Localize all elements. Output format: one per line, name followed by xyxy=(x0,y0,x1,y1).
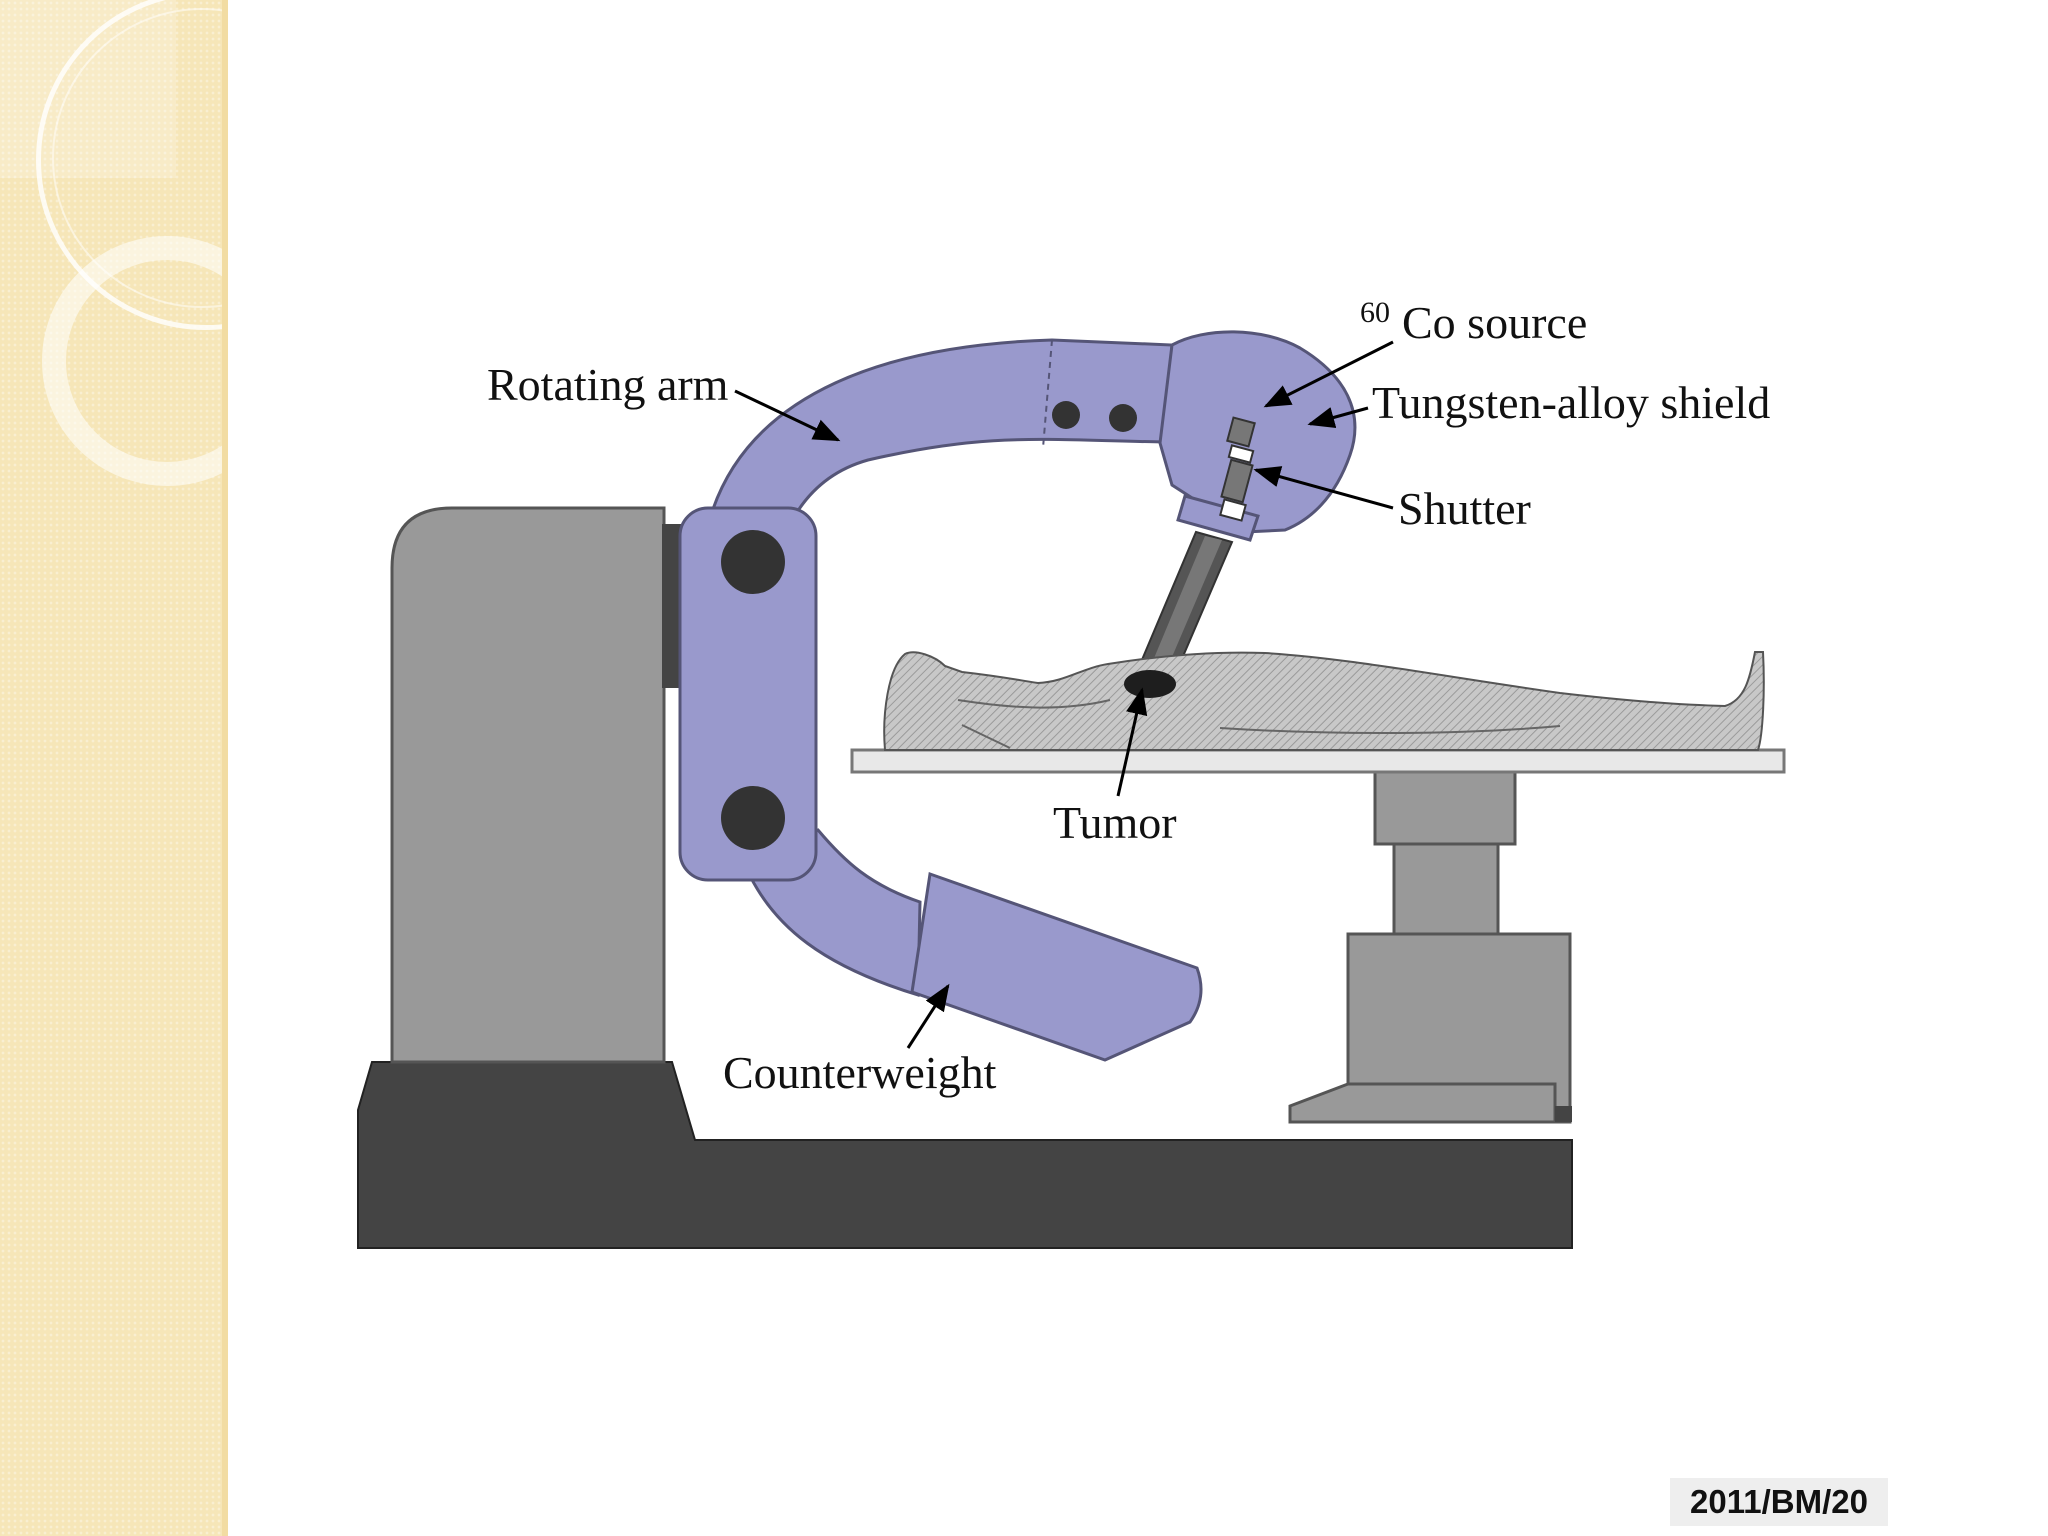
arrow-rotating-arm xyxy=(734,389,841,442)
arrow-tumor xyxy=(1116,687,1148,797)
couch-top xyxy=(850,748,1786,774)
arrow-shutter xyxy=(1253,466,1394,510)
machine-base xyxy=(357,1061,1573,1249)
rotating-arm xyxy=(710,338,1174,537)
arrow-source xyxy=(1263,340,1394,408)
label-source-superscript: 60 xyxy=(1360,296,1390,329)
label-tumor: Tumor xyxy=(1053,797,1177,848)
leader-arrows xyxy=(734,340,1394,1049)
arm-yoke xyxy=(678,506,922,998)
decorative-sidebar xyxy=(0,0,376,1536)
sidebar-edge xyxy=(222,0,228,1536)
slide-code-footer: 2011/BM/20 xyxy=(1670,1478,1888,1526)
label-tungsten-shield: Tungsten-alloy shield xyxy=(1372,377,1770,428)
couch-pedestal xyxy=(1288,770,1572,1124)
label-shutter: Shutter xyxy=(1398,483,1531,534)
gantry-stand xyxy=(390,506,684,1064)
arrow-counterweight xyxy=(906,983,950,1049)
counterweight xyxy=(910,871,1203,1062)
label-counterweight: Counterweight xyxy=(723,1047,997,1098)
label-co-source: Co source xyxy=(1402,297,1587,348)
label-rotating-arm: Rotating arm xyxy=(487,359,729,410)
arrow-shield xyxy=(1307,406,1369,428)
tumor xyxy=(1124,670,1176,698)
treatment-head xyxy=(1158,330,1357,542)
patient xyxy=(883,651,1765,751)
